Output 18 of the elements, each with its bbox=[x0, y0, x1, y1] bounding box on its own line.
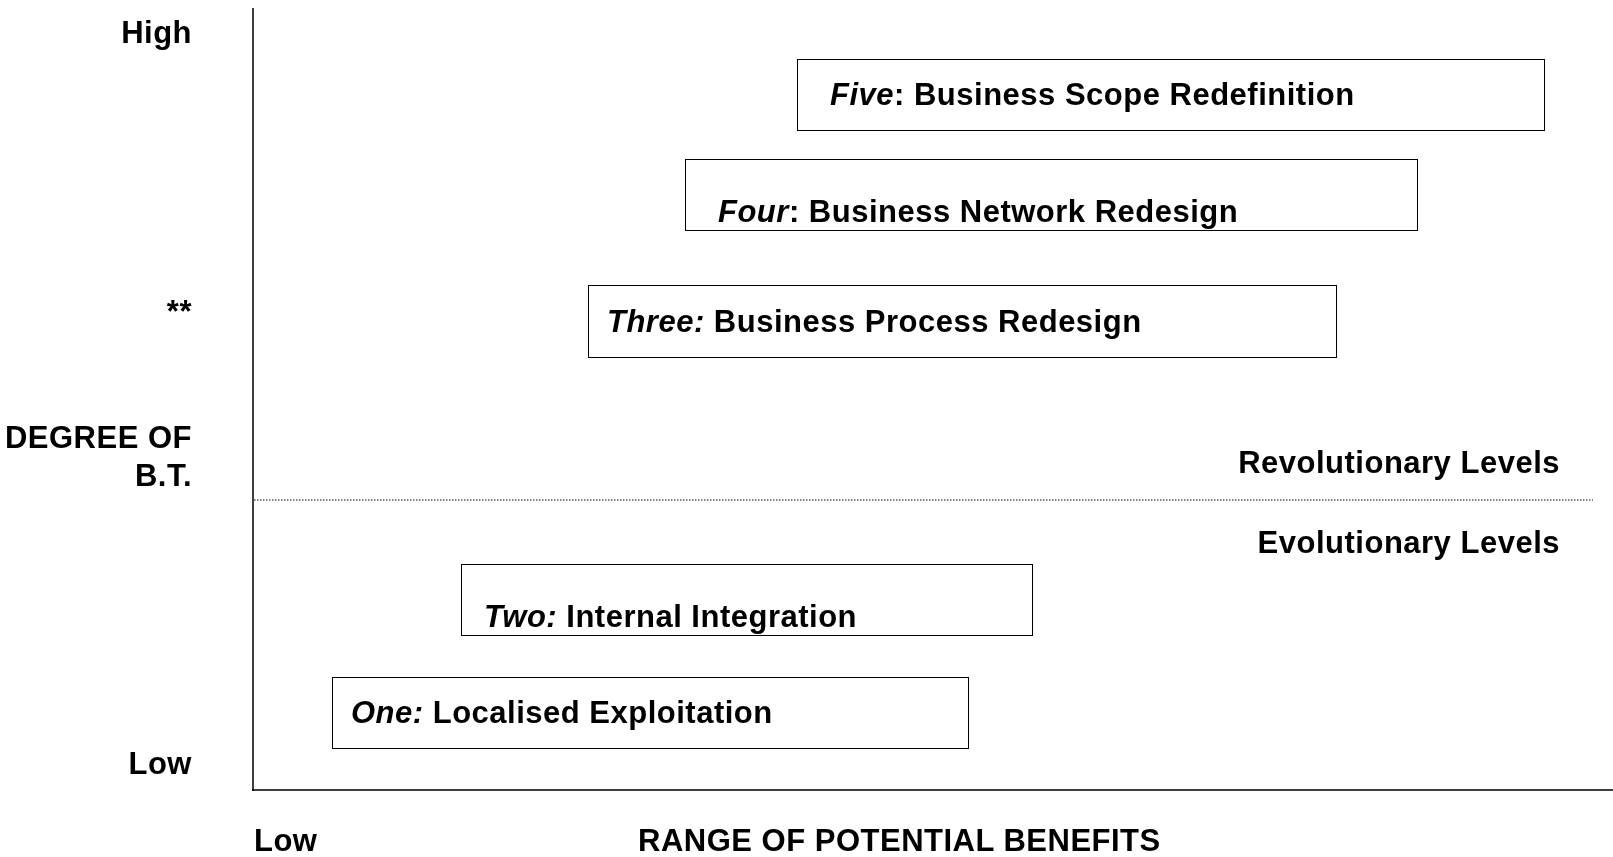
level-text: One: Localised Exploitation bbox=[351, 695, 773, 731]
axis-tick-label: ** bbox=[166, 293, 192, 331]
level-text: Three: Business Process Redesign bbox=[607, 303, 1142, 340]
level-box bbox=[332, 677, 969, 749]
level-text: Two: Internal Integration bbox=[484, 599, 858, 635]
zone-label: Evolutionary Levels bbox=[1257, 524, 1560, 562]
axis-title: DEGREE OF B.T. bbox=[3, 419, 192, 495]
axis-label: Low bbox=[128, 745, 192, 783]
axis-title: RANGE OF POTENTIAL BENEFITS bbox=[638, 822, 1161, 857]
zone-label: Revolutionary Levels bbox=[1238, 444, 1560, 482]
axis-label: Low bbox=[254, 822, 318, 857]
level-box bbox=[588, 285, 1337, 358]
axis-label: High bbox=[121, 14, 192, 52]
level-box bbox=[685, 159, 1418, 231]
level-text: Five: Business Scope Redefinition bbox=[830, 77, 1355, 113]
level-box bbox=[461, 564, 1033, 636]
level-box bbox=[797, 59, 1545, 131]
level-text: Four: Business Network Redesign bbox=[718, 194, 1239, 230]
